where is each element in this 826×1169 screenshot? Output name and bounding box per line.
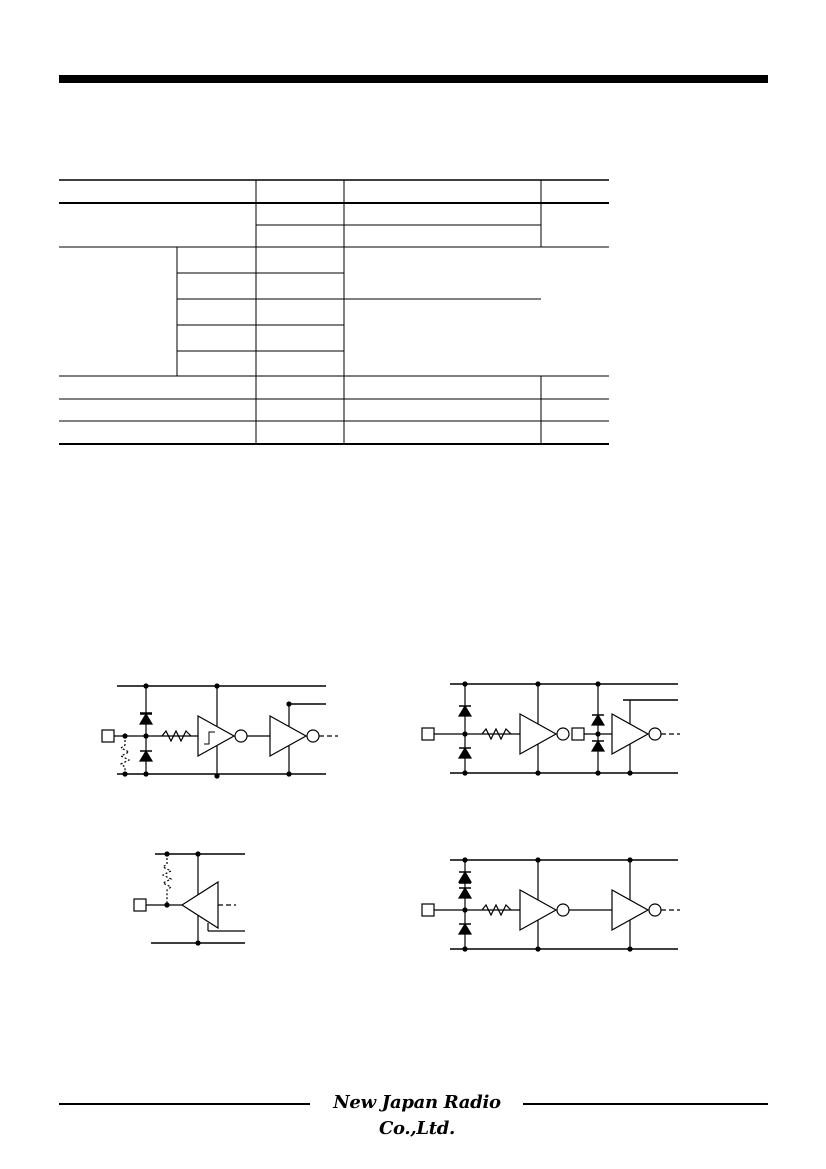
footer-rule-left (59, 1103, 310, 1105)
footer-rule-right (523, 1103, 768, 1105)
spec-table (59, 179, 609, 445)
company-logo: New Japan Radio Co.,Ltd. (333, 1092, 501, 1139)
circuit-top-left (101, 683, 338, 779)
circuit-bottom-left (133, 851, 245, 946)
circuit-bottom-right (421, 857, 680, 952)
header-rule (59, 75, 768, 83)
circuit-top-right (421, 681, 680, 776)
